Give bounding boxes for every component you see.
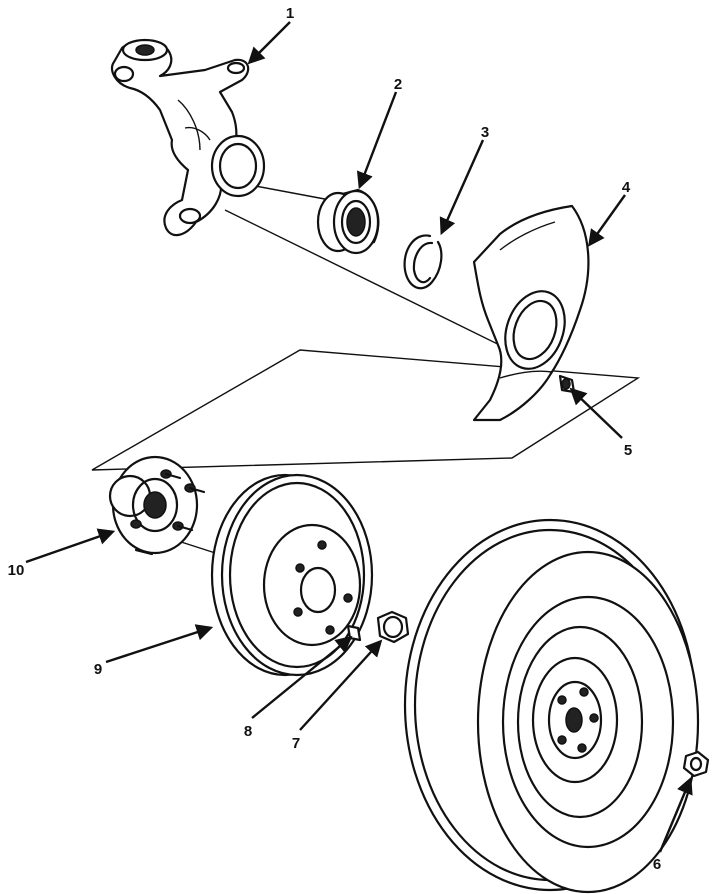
leader-5 [569, 387, 623, 439]
leader-6 [658, 776, 693, 853]
callout-leaders [25, 21, 693, 853]
callout-8: 8 [244, 723, 252, 740]
wheel-and-tire [403, 518, 700, 894]
leader-9 [105, 624, 214, 664]
callout-1: 1 [286, 5, 294, 22]
leader-10 [25, 528, 116, 564]
splash-shield [472, 204, 590, 422]
leader-8 [251, 635, 353, 719]
leader-7 [299, 639, 383, 731]
shield-bolt [558, 374, 576, 394]
leader-1 [247, 21, 291, 65]
wheel-bearing [316, 188, 380, 255]
hub [108, 455, 206, 556]
callout-5: 5 [624, 442, 632, 459]
leader-4 [588, 194, 626, 247]
wheel-nut [682, 750, 710, 778]
steering-knuckle [110, 38, 266, 237]
leader-3 [439, 139, 485, 236]
spindle-nut [376, 610, 410, 644]
callout-3: 3 [481, 124, 489, 141]
callout-7: 7 [292, 735, 300, 752]
callout-9: 9 [94, 661, 102, 678]
brake-disc [210, 473, 374, 677]
callout-10: 10 [8, 562, 25, 579]
callout-2: 2 [394, 76, 402, 93]
callout-4: 4 [622, 179, 631, 196]
callout-6: 6 [653, 856, 661, 873]
snap-ring [403, 234, 443, 290]
leader-2 [356, 91, 398, 190]
callout-labels: 1 2 3 4 5 6 7 8 9 10 [8, 5, 662, 873]
